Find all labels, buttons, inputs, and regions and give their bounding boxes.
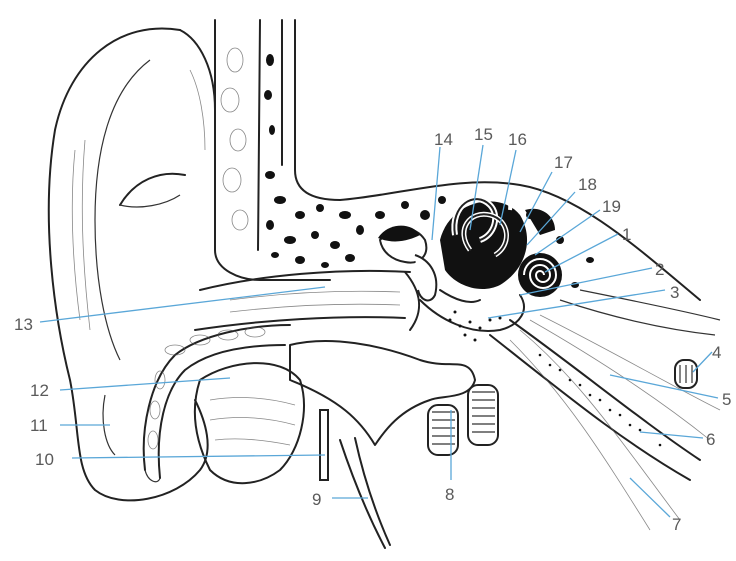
label-1: 1 (622, 225, 631, 244)
leader-14 (432, 147, 440, 240)
label-18: 18 (578, 175, 597, 194)
internal-jugular-vein (428, 385, 498, 455)
label-13: 13 (14, 315, 33, 334)
label-8: 8 (445, 485, 454, 504)
label-16: 16 (508, 130, 527, 149)
label-10: 10 (35, 450, 54, 469)
label-3: 3 (670, 283, 679, 302)
label-14: 14 (434, 130, 453, 149)
stapes (440, 290, 480, 302)
label-11: 11 (30, 416, 48, 435)
label-4: 4 (712, 343, 721, 362)
leader-1 (545, 234, 618, 272)
leader-4 (693, 352, 712, 372)
inner-ear (440, 189, 562, 297)
leader-7 (630, 478, 670, 517)
leader-10 (72, 455, 325, 458)
incus (415, 255, 436, 300)
label-7: 7 (672, 515, 681, 534)
number-labels: 1 2 3 4 5 6 7 8 9 10 11 12 13 14 15 16 1… (14, 125, 731, 534)
muscles (510, 290, 720, 530)
parotid-gland (195, 363, 304, 483)
styloid-process (340, 438, 390, 548)
label-19: 19 (602, 197, 621, 216)
auricle (49, 28, 215, 500)
leader-12 (60, 378, 230, 390)
label-15: 15 (474, 125, 493, 144)
mastoid-air-cells (264, 54, 594, 288)
label-9: 9 (312, 490, 321, 509)
leader-3 (488, 290, 665, 318)
label-5: 5 (722, 390, 731, 409)
eustachian-tube (490, 320, 700, 480)
leader-6 (640, 432, 703, 438)
canal-cartilage (144, 325, 290, 482)
label-12: 12 (30, 381, 49, 400)
eardrum (405, 272, 419, 330)
leader-13 (40, 287, 325, 322)
label-17: 17 (554, 153, 573, 172)
label-2: 2 (655, 260, 664, 279)
label-6: 6 (706, 430, 715, 449)
nerve-strand (320, 410, 328, 480)
leader-5 (610, 375, 718, 398)
carotid-artery (675, 360, 697, 388)
